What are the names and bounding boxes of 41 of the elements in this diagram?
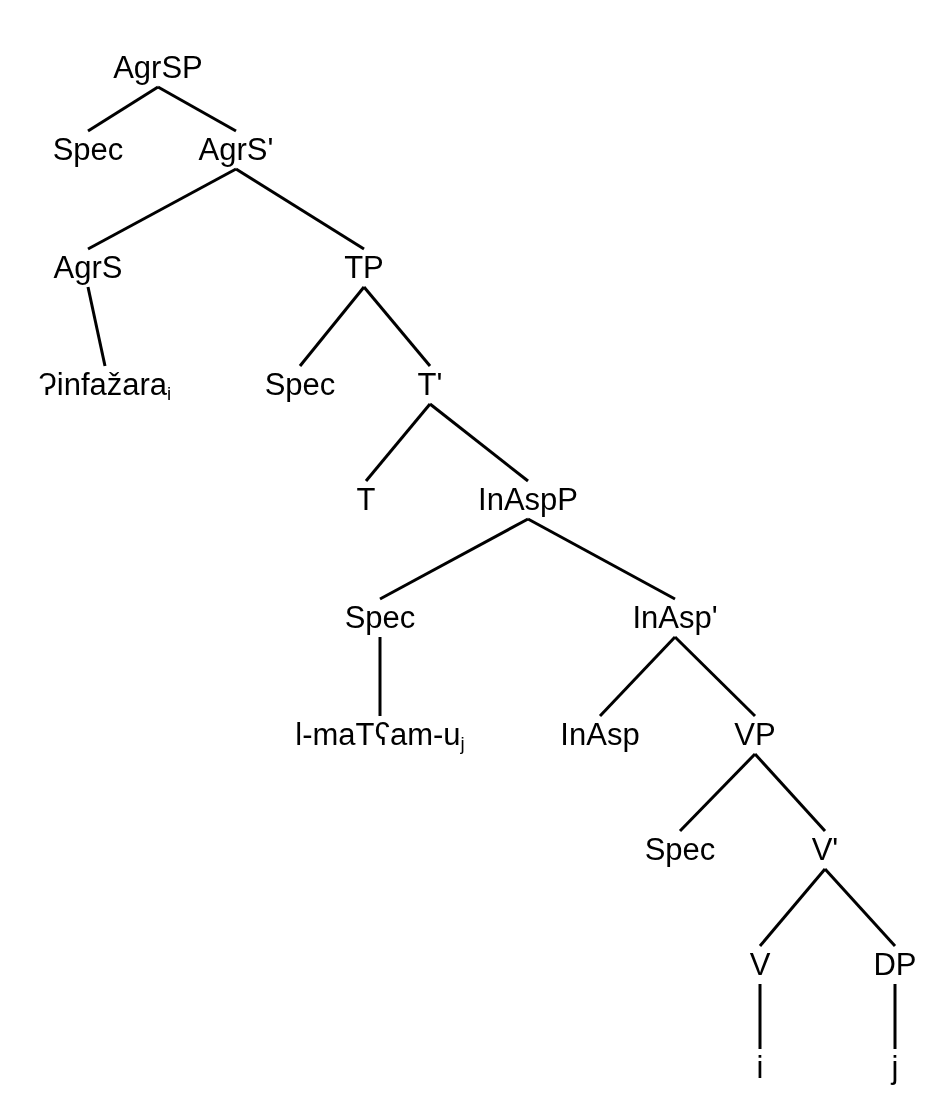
tree-node-label: TP — [344, 251, 384, 285]
tree-node-label: T' — [417, 368, 443, 402]
tree-branch — [598, 635, 677, 718]
tree-node-label: l-maTʕam-u$_{j}$ — [295, 718, 465, 752]
tree-branch — [678, 752, 757, 833]
tree-node-label: V — [749, 948, 771, 982]
tree-branch — [87, 167, 237, 251]
tree-node-label: Spec — [344, 601, 416, 635]
tree-branch — [758, 868, 827, 947]
tree-node-label: Spec — [644, 833, 716, 867]
tree-branch — [753, 753, 827, 832]
tree-branch — [758, 984, 762, 1049]
tree-branch — [157, 85, 237, 133]
tree-node-label: InAsp — [560, 718, 640, 752]
tree-node-label: T — [356, 483, 376, 517]
tree-node-label: InAsp' — [632, 601, 718, 635]
tree-branch — [235, 167, 365, 251]
tree-node-label: Spec — [52, 133, 124, 167]
tree-node-label: Ɂinfažara$_{i}$ — [38, 368, 172, 402]
tree-node-label: AgrSP — [113, 51, 203, 85]
tree-branch — [364, 403, 432, 482]
tree-branch — [527, 517, 676, 601]
tree-branch — [298, 286, 366, 367]
tree-branch — [823, 868, 897, 947]
tree-branch — [379, 517, 529, 601]
tree-node-label: InAspP — [478, 483, 578, 517]
tree-branch — [673, 635, 757, 718]
tree-node-label: AgrS — [53, 251, 123, 285]
tree-node-label: DP — [873, 948, 917, 982]
tree-node-label: VP — [734, 718, 776, 752]
tree-node-label: j — [891, 1051, 899, 1085]
tree-branch — [893, 984, 897, 1049]
tree-branch — [378, 637, 382, 716]
tree-node-label: V' — [811, 833, 839, 867]
tree-branch — [87, 85, 159, 133]
tree-branch — [362, 286, 432, 367]
tree-branch — [429, 402, 529, 483]
tree-node-label: Spec — [264, 368, 336, 402]
tree-node-label: i — [756, 1051, 764, 1085]
tree-branch — [86, 286, 107, 367]
tree-node-label: AgrS' — [198, 133, 274, 167]
